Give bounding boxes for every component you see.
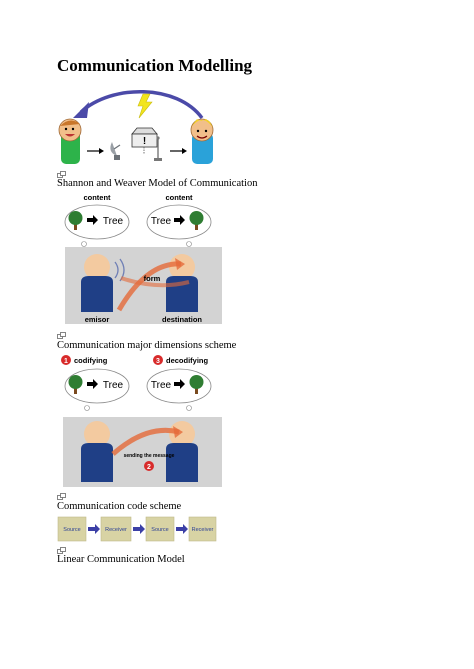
box-source-2: Source [151, 527, 168, 533]
svg-text:!: ! [143, 136, 146, 147]
emisor-label: emisor [85, 315, 110, 324]
major-dimensions-figure: content Tree content Tree [64, 193, 222, 324]
enlarge-icon[interactable] [57, 493, 66, 500]
codifying-label: codifying [74, 356, 108, 365]
figure-caption: Shannon and Weaver Model of Communicatio… [57, 178, 258, 189]
model-box: Source [57, 516, 87, 542]
model-box: Receiver [100, 516, 132, 542]
box-source-1: Source [63, 527, 80, 533]
tree-word-right: Tree [151, 380, 172, 391]
tree-icon [189, 375, 204, 394]
sender-person-icon [81, 421, 113, 482]
sender-person-icon [58, 118, 82, 164]
shannon-weaver-figure: ! [58, 89, 214, 164]
receiver-person-icon [190, 118, 214, 164]
decodifying-label: decodifying [166, 356, 209, 365]
step-3-number: 3 [156, 358, 160, 365]
figure-caption: Linear Communication Model [57, 554, 185, 565]
model-box: Receiver [188, 516, 217, 542]
tree-icon [68, 211, 83, 230]
destination-label: destination [162, 315, 202, 324]
noise-source-icon: ! [131, 127, 158, 154]
model-box: Source [145, 516, 175, 542]
linear-model-figure: Source Receiver Source Receiver [57, 516, 217, 542]
form-label: form [144, 274, 161, 283]
code-scheme-figure: 1 codifying 3 decodifying Tree Tree [61, 355, 222, 487]
transmitter-dish-icon [110, 142, 121, 160]
tree-word-left: Tree [103, 216, 124, 227]
enlarge-icon[interactable] [57, 171, 66, 178]
tree-word-right: Tree [151, 216, 172, 227]
figure-caption: Communication code scheme [57, 501, 182, 512]
step-1-number: 1 [64, 358, 68, 365]
emisor-person-icon [81, 254, 113, 312]
tree-icon [68, 375, 83, 394]
enlarge-icon[interactable] [57, 547, 66, 554]
tree-icon [189, 211, 204, 230]
page-title: Communication Modelling [57, 56, 253, 75]
figure-caption: Communication major dimensions scheme [57, 340, 237, 351]
step-2-number: 2 [147, 464, 151, 471]
content-label-right: content [165, 193, 193, 202]
sending-message-label: sending the message [124, 453, 175, 459]
enlarge-icon[interactable] [57, 332, 66, 339]
tree-word-left: Tree [103, 380, 124, 391]
content-label-left: content [83, 193, 111, 202]
receiver-antenna-icon [154, 136, 162, 161]
box-receiver-1: Receiver [105, 527, 127, 533]
box-receiver-2: Receiver [192, 527, 214, 533]
